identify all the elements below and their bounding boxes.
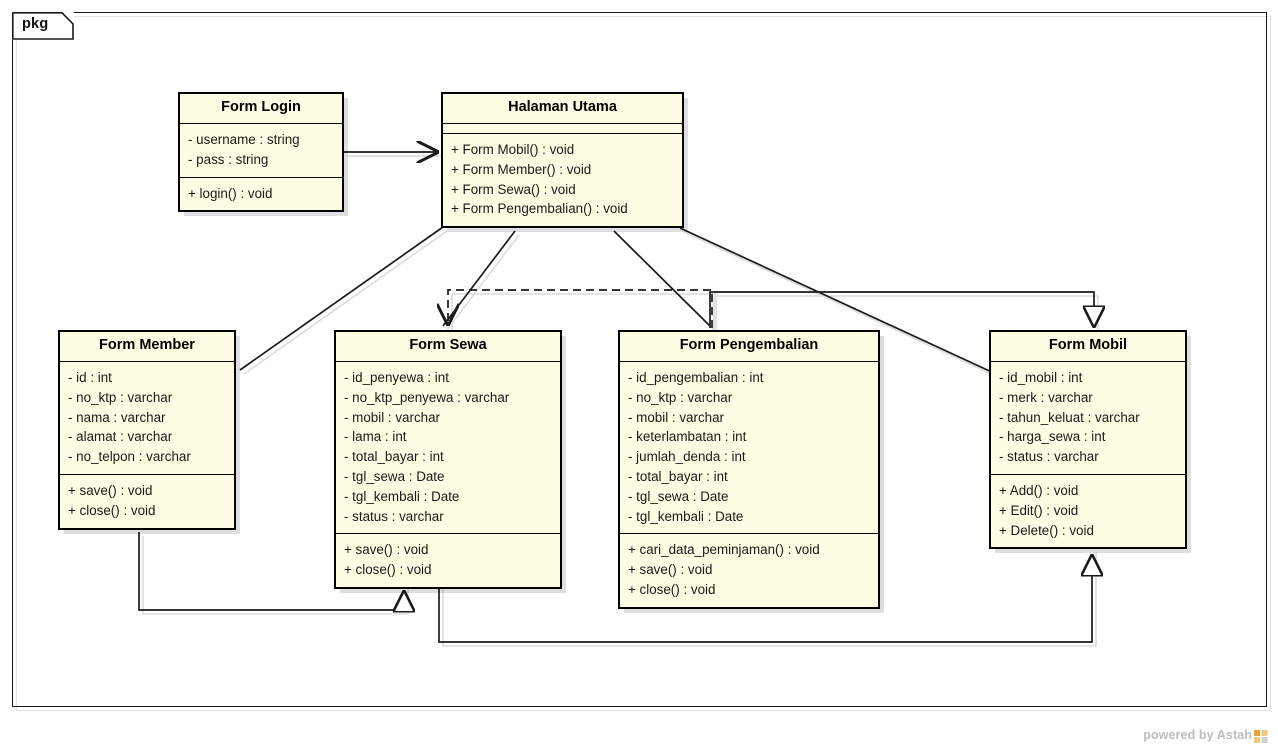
- attribute-row: - id_penyewa : int: [344, 369, 449, 385]
- relationship-form-pengembalian-to-form-sewa: [448, 289, 713, 328]
- attribute-row: - status : varchar: [999, 449, 1099, 465]
- compartment-divider: [443, 132, 682, 134]
- operation-row: + Form Sewa() : void: [451, 181, 576, 197]
- attributes-compartment-form-member: - id : int - no_ktp : varchar - nama : v…: [60, 362, 234, 474]
- attribute-row: - status : varchar: [344, 508, 444, 524]
- attribute-row: - jumlah_denda : int: [628, 449, 746, 465]
- operations-compartment-halaman-utama: + Form Mobil() : void + Form Member() : …: [443, 134, 682, 226]
- attribute-row: - tgl_sewa : Date: [344, 468, 445, 484]
- class-name-form-pengembalian: Form Pengembalian: [679, 337, 819, 353]
- operation-row: + Add() : void: [999, 482, 1079, 498]
- relationship-halaman-utama-to-form-mobil: [679, 227, 997, 375]
- attribute-row: - lama : int: [344, 429, 407, 445]
- compartment-divider: [620, 533, 878, 535]
- attribute-row: - username : string: [188, 131, 300, 147]
- operation-row: + close() : void: [344, 562, 432, 578]
- class-form-sewa[interactable]: Form Sewa - id_penyewa : int - no_ktp_pe…: [334, 330, 562, 589]
- compartment-divider: [60, 360, 234, 362]
- attribute-row: - keterlambatan : int: [628, 429, 747, 445]
- relationship-form-sewa-to-form-mobil: [438, 556, 1092, 643]
- class-form-member[interactable]: Form Member - id : int - no_ktp : varcha…: [58, 330, 236, 530]
- compartment-divider: [180, 176, 342, 178]
- compartment-divider: [336, 533, 560, 535]
- attribute-row: - nama : varchar: [68, 409, 166, 425]
- attribute-row: - mobil : varchar: [628, 409, 724, 425]
- attribute-row: - no_ktp : varchar: [628, 389, 733, 405]
- compartment-divider: [180, 122, 342, 124]
- class-name-form-sewa: Form Sewa: [409, 337, 487, 353]
- operations-compartment-form-login: + login() : void: [180, 178, 342, 211]
- watermark: powered by Astah: [1143, 728, 1268, 743]
- attributes-compartment-form-sewa: - id_penyewa : int - no_ktp_penyewa : va…: [336, 362, 560, 533]
- watermark-text: powered by Astah: [1143, 728, 1252, 742]
- attribute-row: - merk : varchar: [999, 389, 1093, 405]
- attributes-compartment-form-mobil: - id_mobil : int - merk : varchar - tahu…: [991, 362, 1185, 474]
- attribute-row: - total_bayar : int: [628, 468, 728, 484]
- relationship-form-member-to-form-sewa: [138, 532, 404, 610]
- operation-row: + Form Member() : void: [451, 161, 592, 177]
- operation-row: + Delete() : void: [999, 522, 1094, 538]
- operation-row: + cari_data_peminjaman() : void: [628, 542, 820, 558]
- compartment-divider: [443, 122, 682, 124]
- attributes-compartment-halaman-utama: [443, 124, 682, 133]
- class-form-mobil[interactable]: Form Mobil - id_mobil : int - merk : var…: [989, 330, 1187, 550]
- attribute-row: - tgl_sewa : Date: [628, 488, 729, 504]
- package-label: pkg: [22, 16, 49, 32]
- operation-row: + save() : void: [344, 542, 429, 558]
- operation-row: + Form Pengembalian() : void: [451, 201, 628, 217]
- astah-logo-icon: [1254, 729, 1268, 743]
- operation-row: + Form Mobil() : void: [451, 141, 575, 157]
- operation-row: + Edit() : void: [999, 502, 1079, 518]
- operations-compartment-form-sewa: + save() : void + close() : void: [336, 534, 560, 587]
- attribute-row: - tgl_kembali : Date: [628, 508, 744, 524]
- package-tab: [12, 12, 74, 40]
- operation-row: + save() : void: [68, 482, 153, 498]
- operation-row: + save() : void: [628, 562, 713, 578]
- operation-row: + close() : void: [628, 581, 716, 597]
- attribute-row: - tahun_keluat : varchar: [999, 409, 1140, 425]
- relationship-halaman-utama-to-form-member: [239, 226, 444, 371]
- class-name-halaman-utama: Halaman Utama: [508, 99, 617, 115]
- attributes-compartment-form-login: - username : string - pass : string: [180, 124, 342, 177]
- operations-compartment-form-member: + save() : void + close() : void: [60, 475, 234, 528]
- attribute-row: - id_mobil : int: [999, 369, 1083, 385]
- class-name-form-login: Form Login: [221, 99, 301, 115]
- attribute-row: - no_telpon : varchar: [68, 449, 191, 465]
- relationship-halaman-utama-to-form-sewa: [442, 230, 516, 327]
- class-form-pengembalian[interactable]: Form Pengembalian - id_pengembalian : in…: [618, 330, 880, 609]
- package-frame-shadow: [16, 16, 1271, 711]
- package-frame: [12, 12, 1267, 707]
- relationship-halaman-utama-to-form-pengembalian: [613, 230, 711, 327]
- relationship-form-pengembalian-to-form-mobil: [709, 291, 1094, 328]
- class-name-form-member: Form Member: [99, 337, 195, 353]
- attribute-row: - harga_sewa : int: [999, 429, 1106, 445]
- compartment-divider: [336, 360, 560, 362]
- attribute-row: - mobil : varchar: [344, 409, 440, 425]
- compartment-divider: [60, 473, 234, 475]
- class-halaman-utama[interactable]: Halaman Utama + Form Mobil() : void + Fo…: [441, 92, 684, 229]
- class-name-form-mobil: Form Mobil: [1048, 337, 1128, 353]
- attribute-row: - id : int: [68, 369, 112, 385]
- attributes-compartment-form-pengembalian: - id_pengembalian : int - no_ktp : varch…: [620, 362, 878, 533]
- attribute-row: - id_pengembalian : int: [628, 369, 764, 385]
- attribute-row: - pass : string: [188, 151, 269, 167]
- attribute-row: - tgl_kembali : Date: [344, 488, 460, 504]
- attribute-row: - total_bayar : int: [344, 449, 444, 465]
- compartment-divider: [991, 473, 1185, 475]
- compartment-divider: [620, 360, 878, 362]
- operations-compartment-form-pengembalian: + cari_data_peminjaman() : void + save()…: [620, 534, 878, 606]
- class-form-login[interactable]: Form Login - username : string - pass : …: [178, 92, 344, 213]
- operation-row: + close() : void: [68, 502, 156, 518]
- attribute-row: - no_ktp_penyewa : varchar: [344, 389, 510, 405]
- attribute-row: - alamat : varchar: [68, 429, 173, 445]
- operations-compartment-form-mobil: + Add() : void + Edit() : void + Delete(…: [991, 475, 1185, 547]
- compartment-divider: [991, 360, 1185, 362]
- operation-row: + login() : void: [188, 185, 273, 201]
- attribute-row: - no_ktp : varchar: [68, 389, 173, 405]
